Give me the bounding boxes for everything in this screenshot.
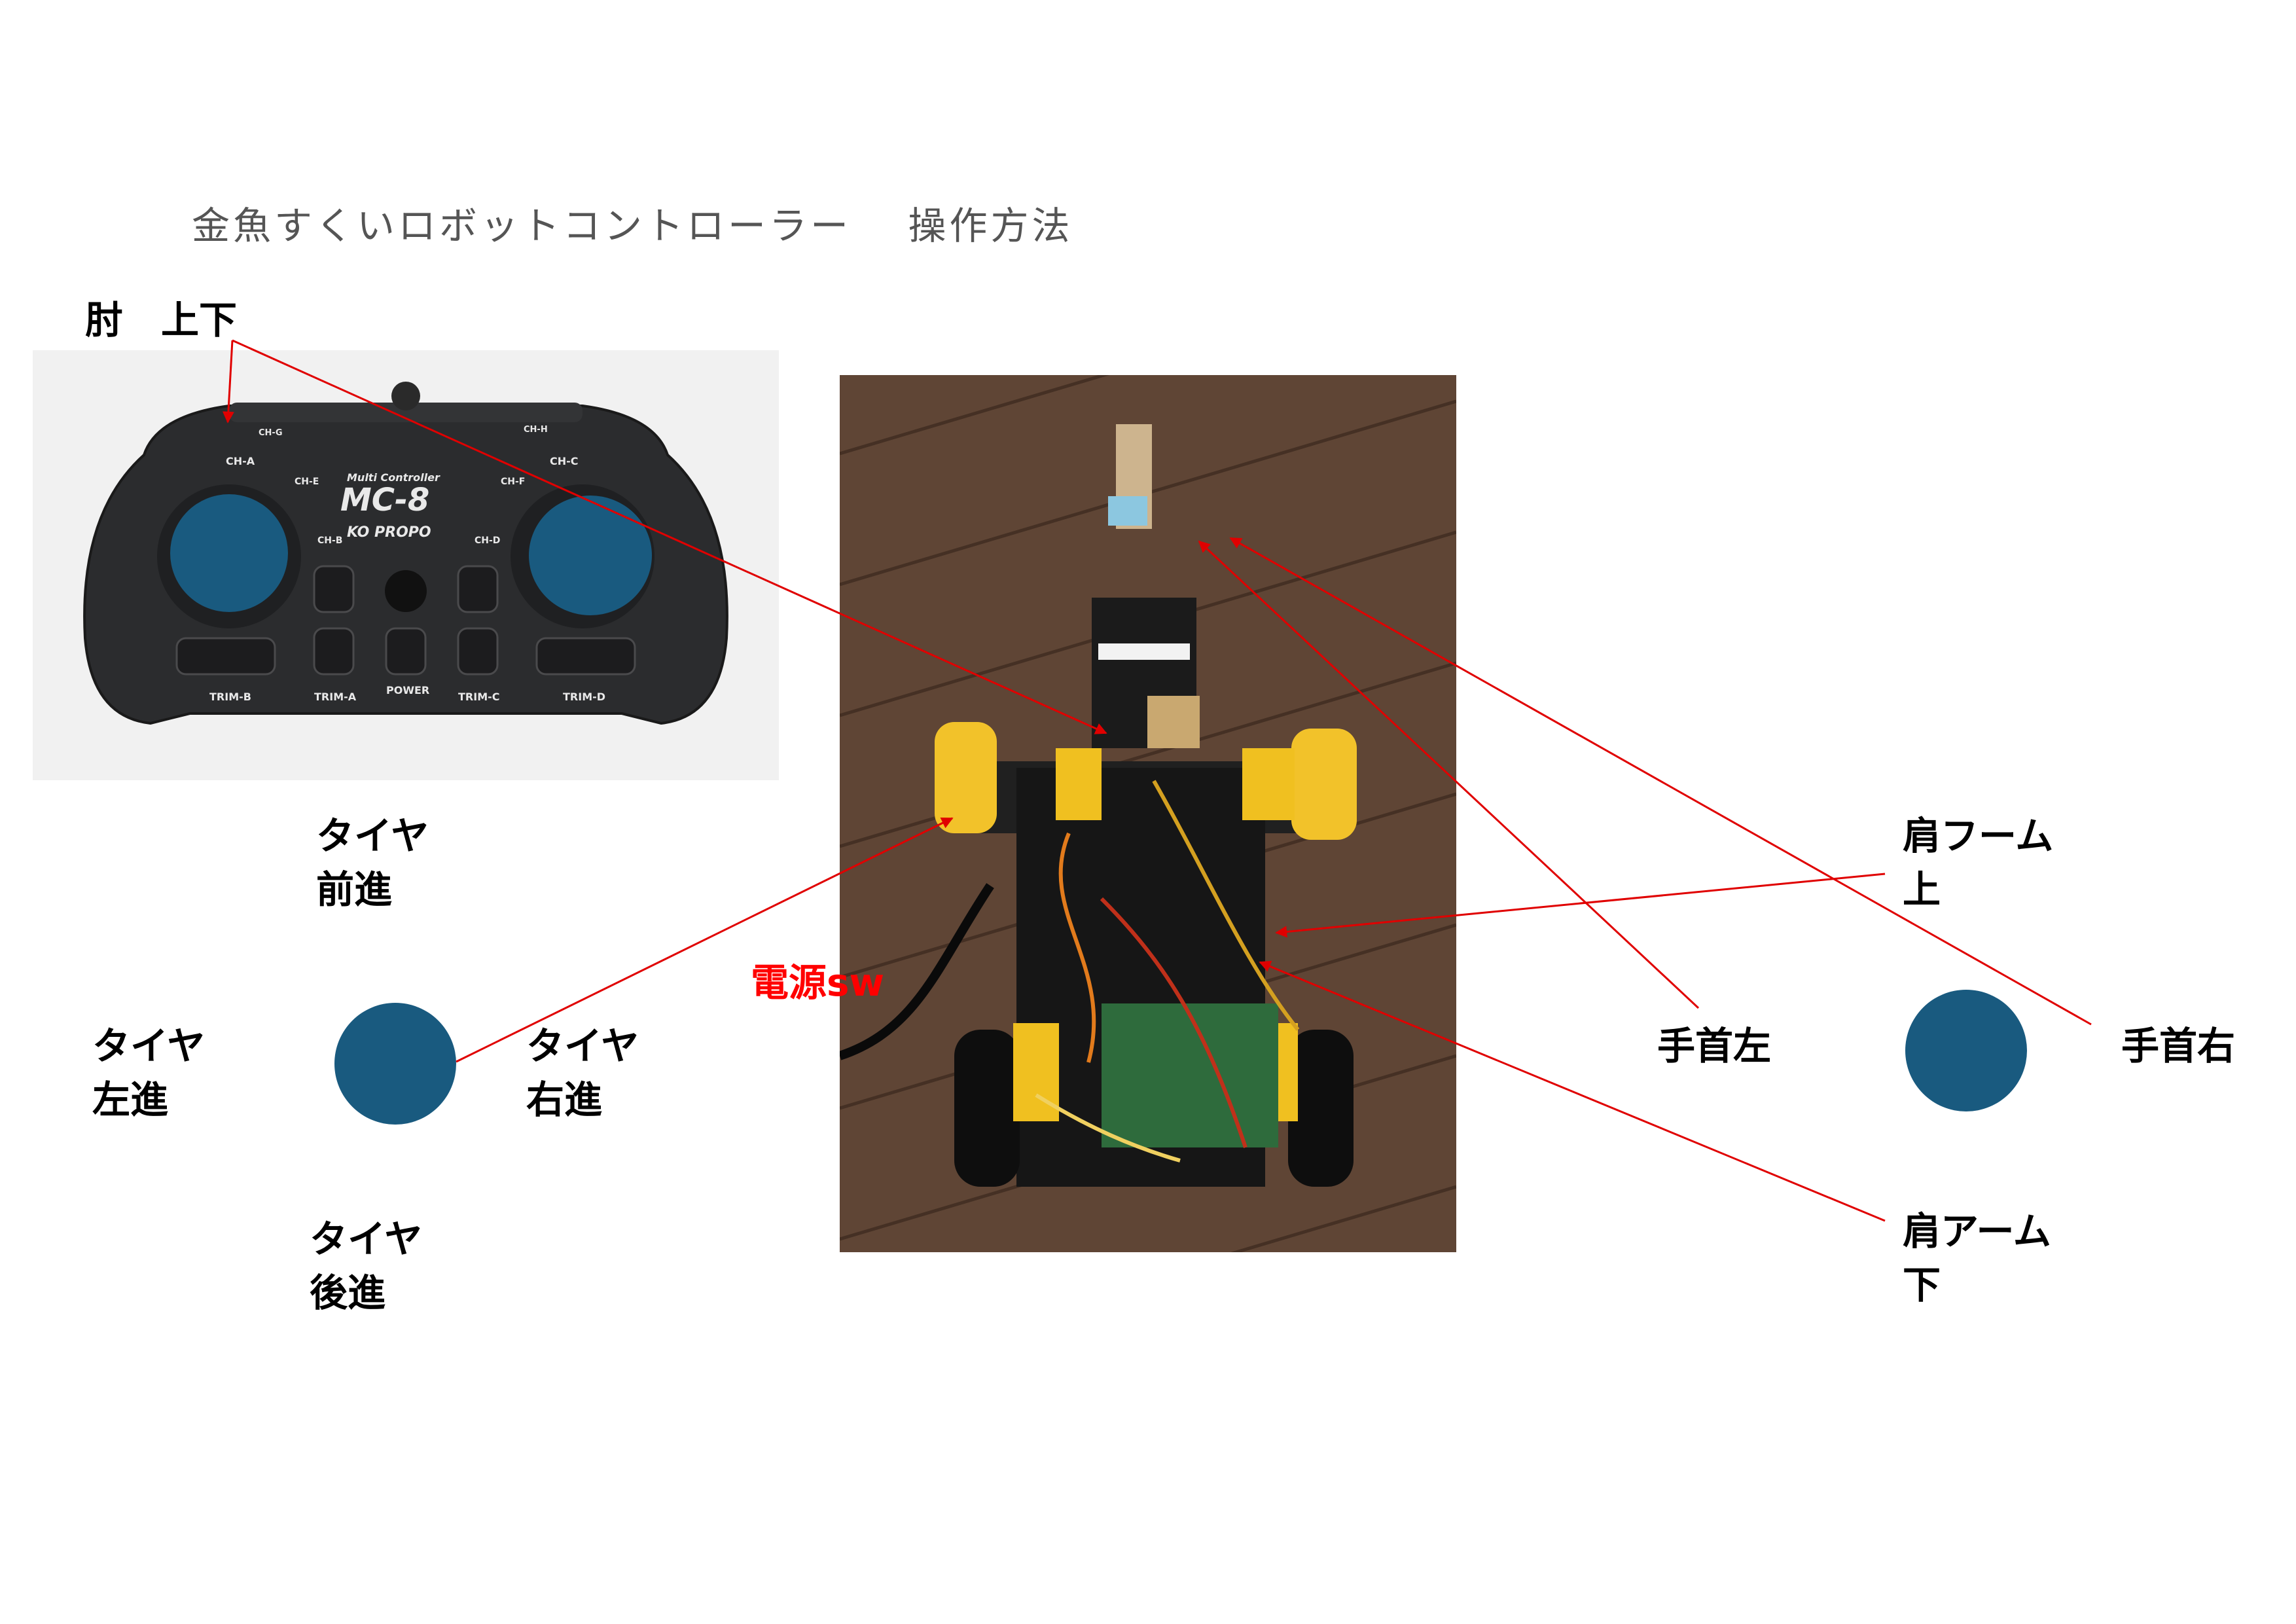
label-power-sw: 電源sw [751,960,885,1005]
ch-d-label: CH-D [475,535,500,546]
trim-c-label: TRIM-C [458,691,500,703]
ch-e-label: CH-E [295,477,319,487]
trim-b-label: TRIM-B [209,691,251,703]
line-wrist-left [1198,540,1700,1009]
line-elbow-robot [232,339,1107,734]
power-label: POWER [386,684,429,696]
controller-photo: CH-A CH-C CH-E CH-F CH-B CH-D CH-G CH-H … [33,350,779,780]
ch-b-label: CH-B [317,535,342,546]
label-tire-right: タイヤ 右進 [526,1024,639,1122]
ch-c-label: CH-C [550,455,579,467]
ch-g-label: CH-G [259,428,283,438]
label-tire-back: タイヤ 後進 [310,1217,423,1315]
line-wrist-right [1229,537,2092,1026]
trim-a-label: TRIM-A [314,691,357,703]
line-shoulder-up [1275,873,1886,938]
robot-photo [840,375,1456,1252]
line-tire [456,817,954,1063]
label-wrist-left: 手首左 [1657,1024,1772,1068]
label-shoulder-up: 肩フーム 上 [1903,814,2054,912]
tire-stick-icon [334,1003,456,1125]
ch-f-label: CH-F [501,477,525,487]
brand-text: Multi Controller [347,471,440,484]
label-tire-forward: タイヤ 前進 [316,814,429,912]
label-wrist-right: 手首右 [2121,1024,2236,1068]
right-stick[interactable] [529,496,652,615]
label-tire-left: タイヤ 左進 [92,1024,206,1122]
label-elbow: 肘 上下 [85,298,238,342]
page-title: 金魚すくいロボットコントローラー 操作方法 [192,204,1073,248]
model-text: MC-8 [340,482,429,518]
ch-a-label: CH-A [226,455,255,467]
left-stick[interactable] [170,494,288,612]
wrist-stick-icon [1905,990,2027,1111]
maker-text: KO PROPO [347,524,431,541]
label-shoulder-down: 肩アーム 下 [1903,1209,2051,1307]
line-elbow-ctrl [222,340,234,424]
ch-h-label: CH-H [524,425,548,435]
line-shoulder-down [1259,960,1886,1222]
trim-d-label: TRIM-D [563,691,605,703]
